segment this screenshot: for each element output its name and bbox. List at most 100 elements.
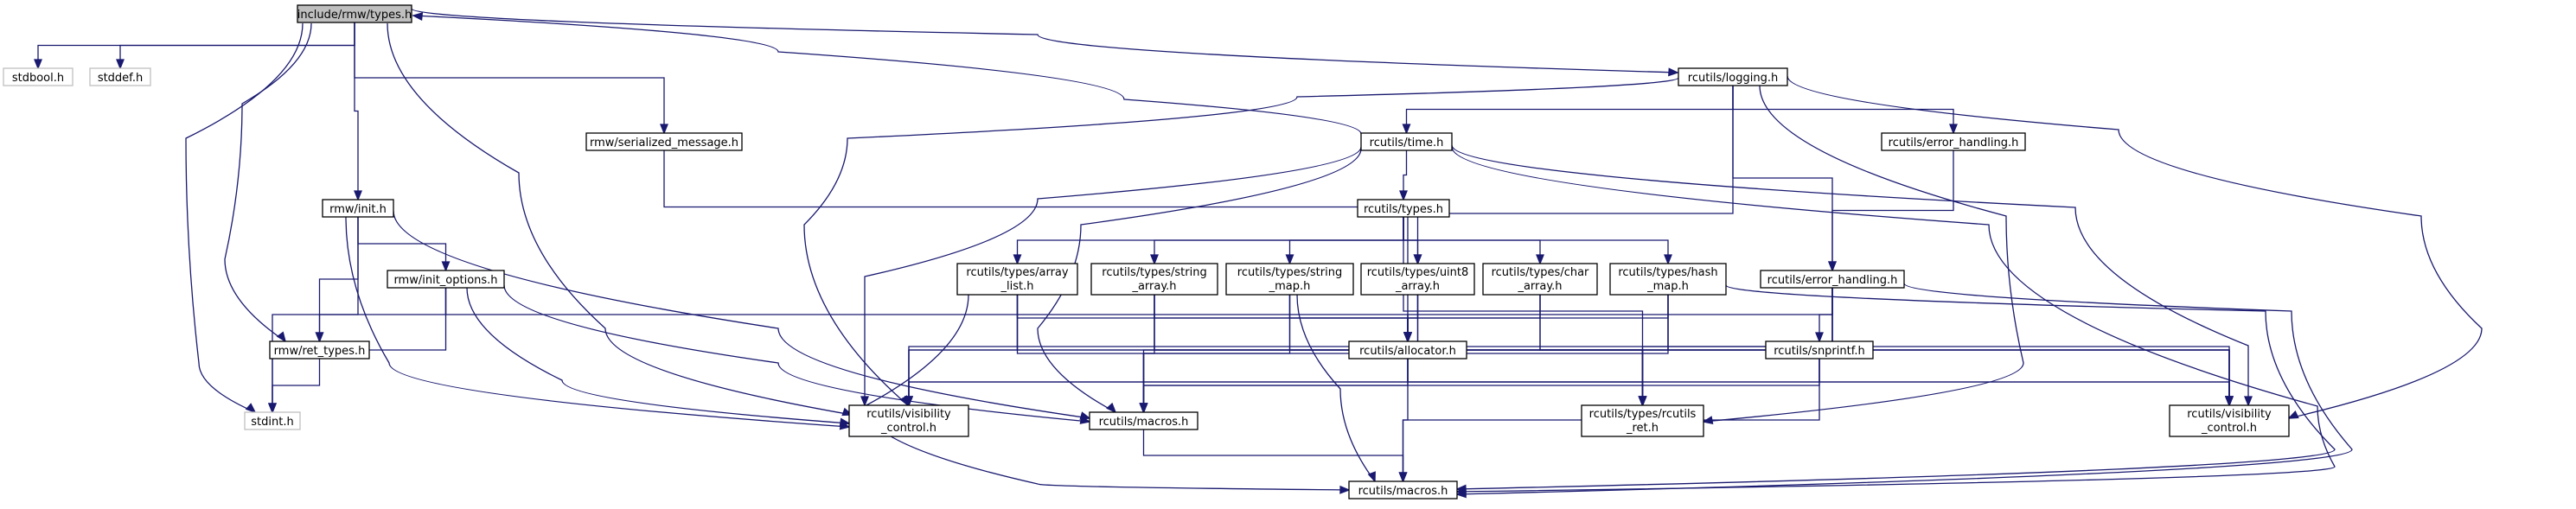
node-rmw-init[interactable]: rmw/init.h — [322, 199, 394, 218]
node-label: stdbool.h — [12, 72, 64, 85]
edge-types-to-rc-logging-arrowhead — [1668, 67, 1679, 77]
node-label: rcutils/snprintf.h — [1774, 345, 1864, 358]
node-label: _array.h — [1517, 280, 1562, 293]
edge-rc-error-handling-b-to-rc-snprintf-arrowhead — [1815, 332, 1824, 343]
edge-rmw-serialized-to-rc-uint8-array — [663, 150, 1419, 264]
node-rc-string-map[interactable]: rcutils/types/string_map.h — [1225, 263, 1354, 296]
edge-rc-snprintf-to-rc-visibility-b — [1819, 359, 2230, 405]
node-rc-char-array[interactable]: rcutils/types/char_array.h — [1482, 263, 1598, 296]
edge-types-to-stdbool-arrowhead — [34, 59, 42, 70]
node-box — [1760, 270, 1905, 289]
edge-rmw-init-to-rmw-init-options-arrowhead — [441, 261, 451, 272]
node-label: rcutils/types/rcutils — [1589, 408, 1697, 421]
node-rc-uint8-array[interactable]: rcutils/types/uint8_array.h — [1360, 263, 1475, 296]
node-label: _control.h — [880, 422, 936, 435]
node-label: stdint.h — [251, 416, 293, 429]
edge-rmw-init-options-to-stdint — [272, 288, 447, 412]
edge-rc-logging-to-rc-time-arrowhead — [1402, 124, 1411, 135]
node-box — [1609, 263, 1727, 296]
node-box — [1348, 480, 1458, 499]
node-rc-error-handling-b[interactable]: rcutils/error_handling.h — [1760, 270, 1905, 289]
edge-rc-string-map-to-rc-macros-b — [1296, 294, 1376, 482]
node-rmw-init-options[interactable]: rmw/init_options.h — [387, 270, 505, 289]
edge-rc-time-to-rc-visibility-a-arrowhead — [860, 396, 869, 407]
node-rc-error-handling-a[interactable]: rcutils/error_handling.h — [1881, 132, 2026, 151]
node-label: _map.h — [1269, 280, 1311, 293]
edge-types-to-rmw-ret-types-arrowhead — [276, 331, 287, 343]
edge-rc-snprintf-to-rc-visibility-a-arrowhead — [904, 396, 913, 407]
node-label: rcutils/logging.h — [1688, 72, 1778, 85]
node-rc-hash-map[interactable]: rcutils/types/hash_map.h — [1609, 263, 1727, 296]
node-rc-snprintf[interactable]: rcutils/snprintf.h — [1765, 340, 1874, 359]
node-rc-array-list[interactable]: rcutils/types/array_list.h — [956, 263, 1078, 296]
node-box — [585, 132, 743, 151]
edge-rc-types-to-rc-rcutils-ret — [1403, 217, 1644, 405]
edge-rc-hash-map-to-rc-macros-b — [1456, 284, 2336, 490]
edge-rc-time-to-types — [412, 15, 1362, 135]
node-label: include/rmw/types.h — [297, 9, 412, 22]
node-rc-macros-b[interactable]: rcutils/macros.h — [1348, 480, 1458, 499]
node-rc-logging[interactable]: rcutils/logging.h — [1678, 67, 1788, 86]
node-box — [387, 270, 505, 289]
node-rc-visibility-b[interactable]: rcutils/visibility_control.h — [2169, 404, 2290, 437]
edge-rmw-init-options-to-rc-visibility-a — [466, 287, 850, 424]
edge-rc-types-to-rc-char-array-arrowhead — [1536, 254, 1544, 265]
node-rmw-ret-types[interactable]: rmw/ret_types.h — [269, 340, 370, 359]
node-types[interactable]: include/rmw/types.h — [297, 4, 412, 23]
node-box — [1090, 263, 1218, 296]
node-rc-types[interactable]: rcutils/types.h — [1357, 199, 1450, 218]
edge-rc-allocator-to-rc-rcutils-ret-arrowhead — [1638, 396, 1647, 407]
node-rc-string-array[interactable]: rcutils/types/string_array.h — [1090, 263, 1218, 296]
node-box — [1225, 263, 1354, 296]
edge-rmw-init-to-rmw-init-options — [357, 216, 447, 270]
node-label: _list.h — [1000, 280, 1034, 293]
node-label: _map.h — [1646, 280, 1689, 293]
node-rmw-serialized[interactable]: rmw/serialized_message.h — [585, 132, 743, 151]
node-box — [1881, 132, 2026, 151]
edges-layer — [34, 8, 2483, 499]
node-label: rmw/ret_types.h — [274, 345, 366, 358]
edge-rc-time-to-rc-macros-a-arrowhead — [1106, 402, 1117, 414]
node-box — [1765, 340, 1874, 359]
edge-rmw-ret-types-to-stdint-arrowhead — [268, 403, 277, 414]
edge-rc-error-handling-b-to-rc-visibility-b — [1831, 288, 2230, 405]
edge-types-to-rc-visibility-a — [387, 22, 853, 416]
node-label: rcutils/types/char — [1492, 266, 1589, 279]
node-rc-rcutils-ret[interactable]: rcutils/types/rcutils_ret.h — [1581, 404, 1704, 437]
node-rc-time[interactable]: rcutils/time.h — [1360, 132, 1453, 151]
edge-rmw-init-to-rmw-ret-types — [318, 216, 359, 341]
edge-rc-time-to-types-arrowhead — [412, 12, 424, 21]
edge-rc-string-map-to-rc-macros-b-arrowhead — [1367, 471, 1376, 483]
node-box — [1678, 67, 1788, 86]
node-box — [89, 67, 151, 86]
edge-types-to-rmw-serialized-arrowhead — [660, 124, 668, 135]
node-label: rcutils/types/uint8 — [1367, 266, 1469, 279]
node-rc-visibility-a[interactable]: rcutils/visibility_control.h — [848, 404, 969, 437]
node-label: rcutils/types.h — [1364, 203, 1443, 216]
node-label: _array.h — [1131, 280, 1176, 293]
nodes-layer: include/rmw/types.h stdbool.h stddef.h stdi… — [3, 4, 2290, 499]
edge-rc-logging-to-rc-visibility-b-arrowhead — [2287, 410, 2299, 419]
edge-rc-array-list-to-rc-macros-b-arrowhead — [1339, 485, 1351, 494]
node-box — [297, 4, 412, 23]
node-rc-allocator[interactable]: rcutils/allocator.h — [1348, 340, 1467, 359]
node-label: rcutils/error_handling.h — [1889, 137, 2019, 150]
edge-rc-string-map-to-rc-allocator — [1288, 295, 1409, 341]
edge-rc-snprintf-to-rc-visibility-a — [908, 359, 1820, 405]
edge-rc-time-to-rc-types-arrowhead — [1399, 190, 1408, 201]
edge-rc-hash-map-to-rc-allocator — [1407, 295, 1669, 341]
edge-types-to-rc-logging — [411, 8, 1678, 73]
edge-rc-error-handling-b-to-rc-macros-b-arrowhead — [1455, 489, 1467, 499]
node-stddef: stddef.h — [89, 67, 151, 86]
edge-rc-time-to-rc-macros-b — [1451, 146, 2336, 493]
node-rc-macros-a[interactable]: rcutils/macros.h — [1089, 411, 1199, 430]
node-label: _array.h — [1395, 280, 1440, 293]
edge-rmw-init-options-to-rmw-ret-types-arrowhead — [315, 332, 324, 343]
edge-types-to-stdint-arrowhead — [245, 403, 257, 414]
node-label: rcutils/allocator.h — [1359, 345, 1456, 358]
edge-rc-time-to-rc-visibility-a — [864, 146, 1362, 405]
edge-rc-time-to-rc-visibility-b-arrowhead — [2244, 396, 2253, 407]
edge-rc-snprintf-to-rc-macros-a — [1142, 359, 1820, 412]
edge-rmw-init-options-to-rc-allocator — [444, 288, 1409, 341]
edge-rc-logging-to-rc-allocator — [1407, 85, 1734, 341]
